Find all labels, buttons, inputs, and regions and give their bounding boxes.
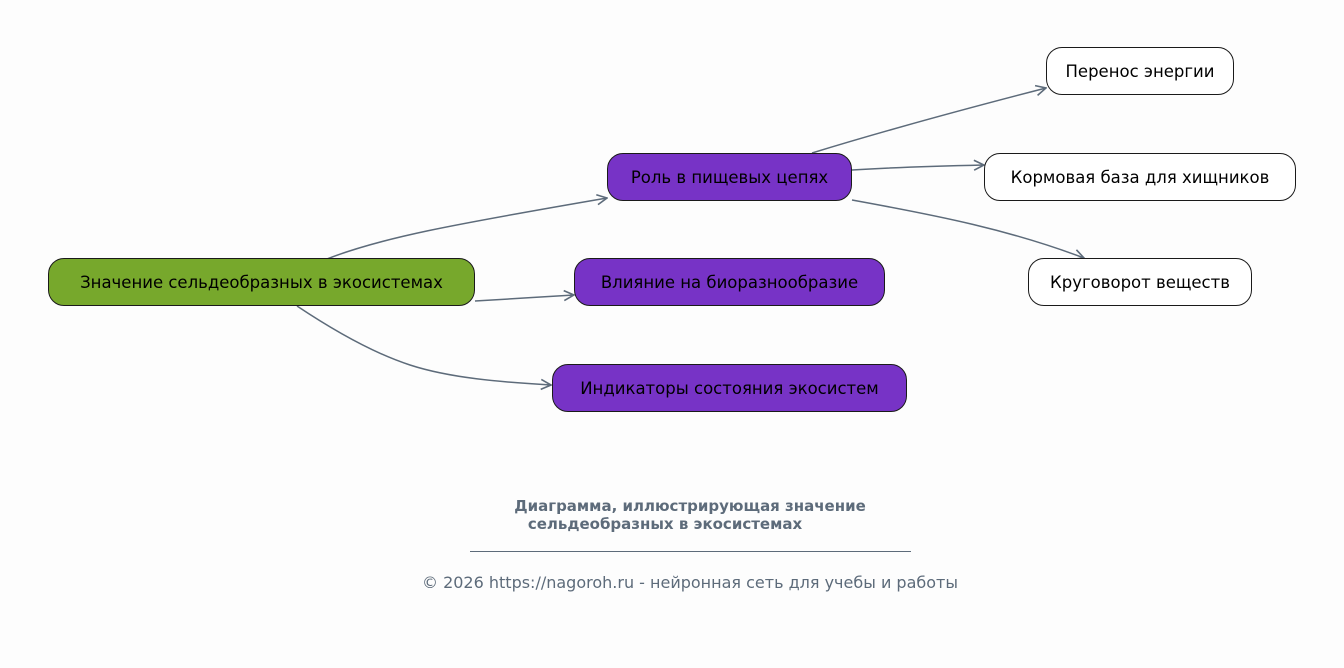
- node-food-chain-label: Роль в пищевых цепях: [630, 167, 829, 187]
- node-cycle[interactable]: Круговорот веществ: [1028, 258, 1252, 306]
- edge-food-chain-to-cycle: [851, 199, 1084, 258]
- root-node-label: Значение сельдеобразных в экосистемах: [80, 272, 443, 292]
- node-cycle-label: Круговорот веществ: [1050, 272, 1230, 292]
- edge-root-to-biodiversity: [474, 295, 574, 302]
- node-indicators-label: Индикаторы состояния экосистем: [580, 378, 879, 398]
- node-biodiversity[interactable]: Влияние на биоразнообразие: [574, 258, 885, 306]
- diagram-caption-title: Диаграмма, иллюстрирующая значение сельд…: [0, 497, 1344, 533]
- caption-title-line-1: Диаграмма, иллюстрирующая значение: [514, 497, 866, 515]
- copyright-footer: © 2026 https://nagoroh.ru - нейронная се…: [421, 573, 958, 592]
- edge-food-chain-to-forage: [851, 165, 984, 170]
- node-energy[interactable]: Перенос энергии: [1046, 47, 1234, 95]
- node-indicators[interactable]: Индикаторы состояния экосистем: [552, 364, 907, 412]
- caption-title-line-2: сельдеобразных в экосистемах: [527, 515, 803, 533]
- node-biodiversity-label: Влияние на биоразнообразие: [600, 272, 859, 292]
- caption-divider: [470, 551, 911, 552]
- root-node[interactable]: Значение сельдеобразных в экосистемах: [48, 258, 475, 306]
- node-food-chain[interactable]: Роль в пищевых цепях: [607, 153, 852, 201]
- edge-food-chain-to-energy: [811, 88, 1046, 154]
- node-energy-label: Перенос энергии: [1065, 61, 1215, 81]
- node-forage[interactable]: Кормовая база для хищников: [984, 153, 1296, 201]
- node-forage-label: Кормовая база для хищников: [1010, 167, 1270, 187]
- edge-root-to-food-chain: [326, 198, 607, 260]
- edge-root-to-indicators: [296, 305, 551, 385]
